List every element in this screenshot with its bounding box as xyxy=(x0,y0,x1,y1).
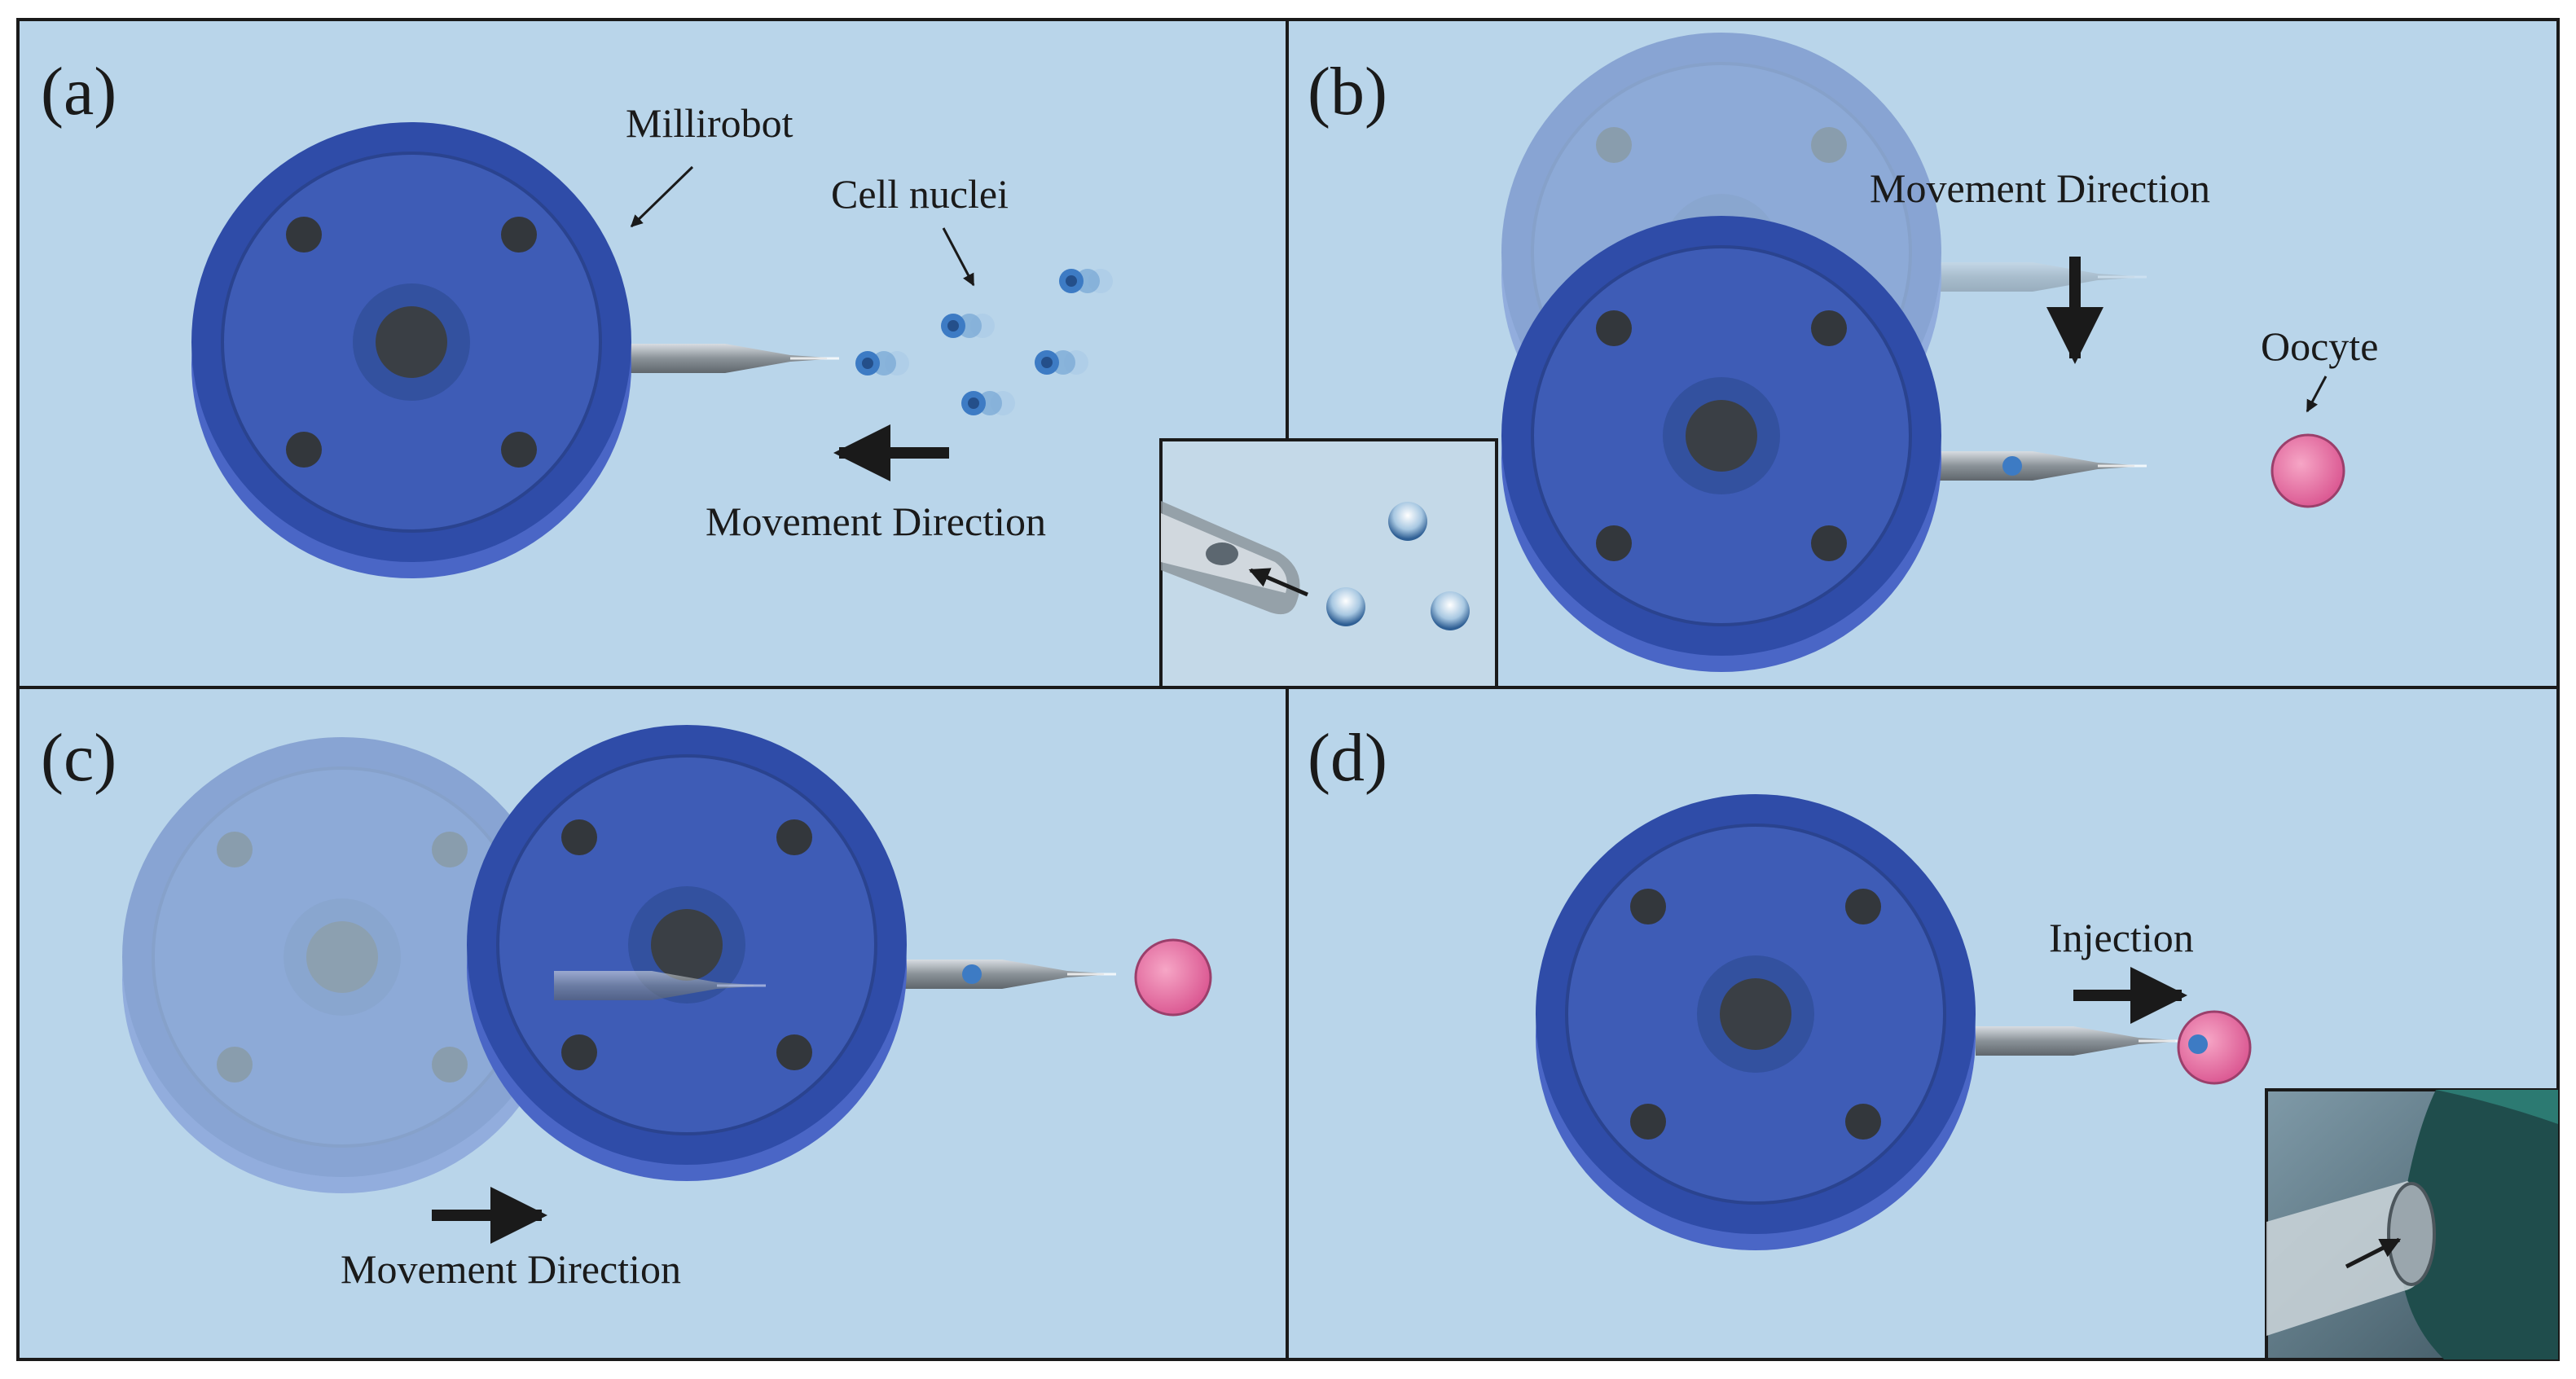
panel-b: (b) Movement Direction Oocyte xyxy=(1308,31,2378,674)
movement-label-c: Movement Direction xyxy=(341,1246,681,1292)
inset-a-droplet-2 xyxy=(1326,587,1365,626)
oocyte-pointer xyxy=(2306,375,2328,413)
oocyte-label: Oocyte xyxy=(2261,323,2378,369)
movement-label-a: Movement Direction xyxy=(706,498,1046,544)
oocyte-b xyxy=(2270,433,2345,508)
injected-nucleus-d xyxy=(2188,1034,2208,1054)
oocyte-c xyxy=(1134,938,1212,1017)
inset-a xyxy=(1159,438,1498,689)
millirobot-pointer xyxy=(630,165,694,228)
injection-label: Injection xyxy=(2049,915,2194,960)
panel-d: (d) Injection xyxy=(1308,720,2560,1361)
panel-c: (c) Movement Direction xyxy=(41,720,1212,1292)
inset-a-arrow xyxy=(1248,568,1308,597)
panel-c-label: (c) xyxy=(41,720,116,796)
inset-d xyxy=(2265,1088,2560,1361)
cell-nuclei-pointer xyxy=(942,227,975,287)
cell-nuclei-label: Cell nuclei xyxy=(831,171,1009,217)
panel-a: (a) Millirobot Cell nuclei Movement Dire… xyxy=(41,54,1498,689)
panel-a-label: (a) xyxy=(41,54,116,130)
millirobot-label: Millirobot xyxy=(626,100,793,146)
millirobot-c xyxy=(465,723,1118,1183)
millirobot-b xyxy=(1500,214,2148,674)
inset-a-droplet-1 xyxy=(1388,502,1427,541)
inset-a-droplet-3 xyxy=(1431,591,1470,630)
movement-label-b: Movement Direction xyxy=(1870,165,2210,211)
oocyte-d xyxy=(2177,1010,2252,1085)
panel-b-label: (b) xyxy=(1308,54,1387,130)
panel-d-label: (d) xyxy=(1308,720,1387,796)
inset-d-arrow xyxy=(2345,1237,2402,1269)
